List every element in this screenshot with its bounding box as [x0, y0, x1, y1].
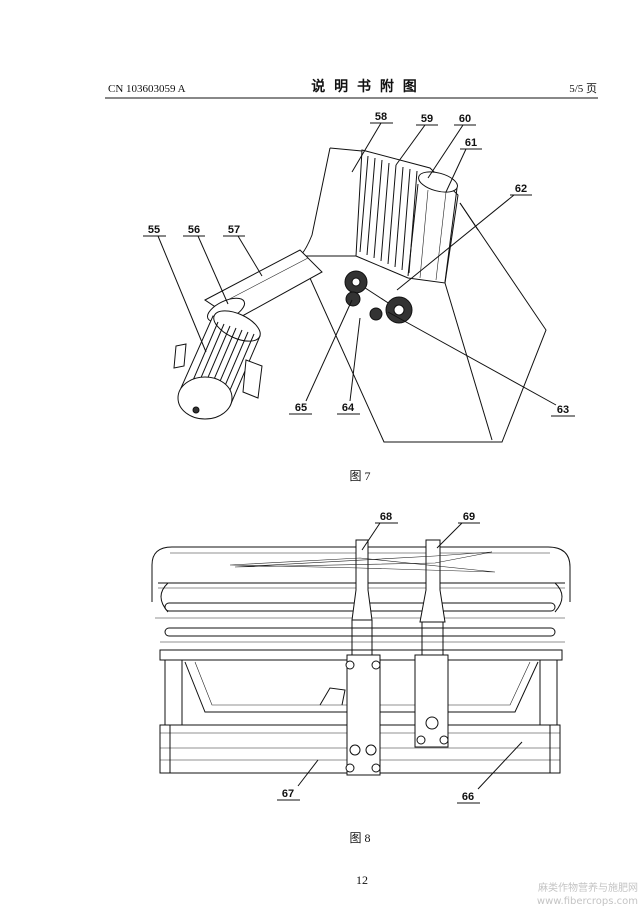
- page-header: CN 103603059 A 说 明 书 附 图 5/5 页: [105, 78, 598, 99]
- figure-7: 58 59 60 61 62 55 56 57 65: [143, 111, 575, 483]
- roller-bar: [394, 166, 404, 268]
- roller-chamber: [355, 149, 459, 284]
- motor: [173, 310, 263, 420]
- leader-62: [396, 194, 515, 291]
- leader-59: [395, 124, 426, 166]
- page-count: 5/5 页: [569, 83, 597, 95]
- gear-wheel: [345, 291, 361, 307]
- leader-61: [445, 148, 467, 193]
- housing-outline: [299, 147, 547, 443]
- bolts: [345, 660, 449, 773]
- leader-56: [197, 235, 229, 305]
- figure-8-caption: 图 8: [349, 831, 370, 845]
- leader-57: [237, 235, 263, 277]
- page-title: 说 明 书 附 图: [311, 78, 419, 95]
- leader-65: [305, 299, 353, 402]
- motor-side-box: [173, 343, 187, 369]
- roller-bar: [366, 157, 376, 256]
- label-67: 67: [282, 788, 294, 800]
- housing-corner-edge: [459, 202, 479, 231]
- page-number: 12: [356, 873, 368, 887]
- blade-right: [234, 551, 493, 568]
- bolt: [439, 735, 449, 745]
- motor-terminal-box: [242, 359, 263, 399]
- label-58: 58: [375, 111, 387, 123]
- figure-8-callouts: 68 69 67 66: [277, 511, 523, 804]
- figure-8: 68 69 67 66 图 8: [151, 511, 571, 845]
- bolt: [425, 716, 439, 730]
- leader-69: [436, 522, 463, 549]
- blade-left: [229, 557, 496, 573]
- roller-bars: [359, 155, 418, 274]
- roller-bar: [401, 168, 411, 271]
- blade-stem-left: [351, 539, 373, 621]
- watermark: 麻类作物营养与施肥网 www.fibercrops.com: [537, 881, 638, 907]
- leader-66: [477, 741, 523, 790]
- label-64: 64: [342, 402, 355, 414]
- leader-60: [427, 124, 464, 179]
- hopper-bracket: [319, 687, 346, 706]
- leader-68: [361, 522, 381, 551]
- roller-bar: [373, 159, 383, 259]
- motor-front-face: [177, 376, 233, 420]
- belt-left-end: [160, 582, 169, 613]
- bolt: [349, 744, 361, 756]
- housing-top-edge: [329, 147, 363, 152]
- bolt: [345, 660, 355, 670]
- bolt: [345, 763, 355, 773]
- figure-7-caption: 图 7: [349, 469, 370, 483]
- drum-slat: [419, 189, 429, 279]
- document-number: CN 103603059 A: [108, 83, 186, 95]
- roller-bar: [380, 162, 390, 262]
- bolt: [371, 763, 381, 773]
- leader-63: [387, 311, 557, 406]
- bolt: [371, 660, 381, 670]
- support-post-left: [346, 654, 381, 776]
- label-62: 62: [515, 183, 527, 195]
- drum-slat: [435, 191, 447, 281]
- belt-right-end: [554, 582, 563, 613]
- figure-7-callouts: 58 59 60 61 62 55 56 57 65: [143, 111, 575, 417]
- support-post-right: [414, 654, 449, 748]
- drum-side: [444, 187, 458, 283]
- leader-67: [297, 759, 319, 787]
- label-60: 60: [459, 113, 471, 125]
- gear-set: [344, 270, 413, 324]
- roller-bar: [359, 155, 369, 253]
- rail-lower: [164, 627, 556, 637]
- roller-bar: [387, 164, 397, 265]
- blade-stem-right: [419, 539, 446, 623]
- gear-wheel: [369, 307, 383, 321]
- gear-hub: [393, 304, 405, 316]
- leader-55: [157, 235, 207, 353]
- label-66: 66: [462, 791, 474, 803]
- label-55: 55: [148, 224, 160, 236]
- gear-hub: [351, 277, 361, 287]
- arm-inner-line: [217, 257, 309, 306]
- label-69: 69: [463, 511, 475, 523]
- drum-side: [407, 183, 419, 277]
- label-59: 59: [421, 113, 433, 125]
- label-56: 56: [188, 224, 200, 236]
- watermark-line-1: 麻类作物营养与施肥网: [538, 881, 638, 894]
- label-57: 57: [228, 224, 240, 236]
- leader-58: [351, 122, 382, 173]
- label-68: 68: [380, 511, 392, 523]
- motor-shaft-hole: [192, 406, 200, 414]
- housing-inner-edge: [444, 282, 493, 441]
- leader-64: [349, 317, 361, 402]
- watermark-line-2: www.fibercrops.com: [537, 896, 638, 907]
- label-65: 65: [295, 402, 307, 414]
- label-61: 61: [465, 137, 477, 149]
- bolt: [365, 744, 377, 756]
- label-63: 63: [557, 404, 569, 416]
- bolt: [416, 735, 426, 745]
